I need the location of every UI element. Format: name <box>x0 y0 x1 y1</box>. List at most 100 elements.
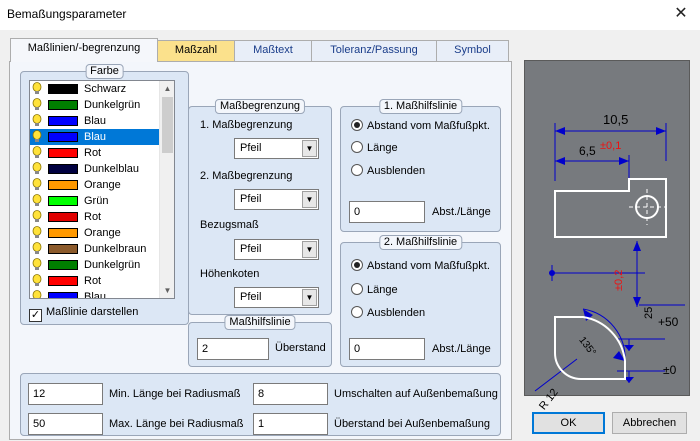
chevron-down-icon[interactable]: ▼ <box>302 191 317 208</box>
color-label: Grün <box>84 195 109 207</box>
radio-dot[interactable] <box>351 283 363 295</box>
radio-label: Abstand vom Maßfußpkt. <box>367 260 490 272</box>
scroll-down-icon[interactable]: ▼ <box>163 286 172 295</box>
lightbulb-icon <box>32 178 42 190</box>
lightbulb-icon <box>32 242 42 254</box>
close-icon[interactable]: ✕ <box>674 5 688 22</box>
list-item[interactable]: Orange <box>30 225 160 241</box>
lightbulb-icon <box>32 98 42 110</box>
color-swatch <box>48 260 78 270</box>
color-label: Dunkelblau <box>84 163 140 175</box>
list-item[interactable]: Orange <box>30 177 160 193</box>
list-item[interactable]: Dunkelgrün <box>30 97 160 113</box>
hilfslinie-1-ausblenden-radio[interactable]: Ausblenden <box>351 164 425 177</box>
color-swatch <box>48 196 78 206</box>
radio-label: Länge <box>367 284 398 296</box>
hilfslinie-2-ausblenden-radio[interactable]: Ausblenden <box>351 306 425 319</box>
hilfslinie-2-abstand-radio[interactable]: Abstand vom Maßfußpkt. <box>351 259 490 272</box>
color-swatch <box>48 164 78 174</box>
lightbulb-icon <box>32 194 42 206</box>
switch-outer-input[interactable]: 8 <box>253 383 328 405</box>
list-item[interactable]: Rot <box>30 273 160 289</box>
color-label: Rot <box>84 275 102 287</box>
radio-dot[interactable] <box>351 259 363 271</box>
list-item[interactable]: Dunkelblau <box>30 161 160 177</box>
checkbox-box[interactable]: ✓ <box>29 309 42 322</box>
hilfslinie-2-laenge-radio[interactable]: Länge <box>351 283 398 296</box>
tab-symbol[interactable]: Symbol <box>436 40 509 61</box>
max-radius-input[interactable]: 50 <box>28 413 103 435</box>
hoehenkoten-select[interactable]: Pfeil▼ <box>234 287 319 308</box>
ok-button[interactable]: OK <box>532 412 605 434</box>
ueberstand-input[interactable]: 2 <box>197 338 269 360</box>
masshilfslinie-group: Maßhilfslinie 2 Überstand <box>188 315 332 367</box>
radio-dot[interactable] <box>351 306 363 318</box>
color-swatch <box>48 292 78 298</box>
masslinie-darstellen-checkbox[interactable]: ✓Maßlinie darstellen <box>29 306 138 322</box>
preview-elev-1: +50 <box>658 315 679 329</box>
preview-drawing <box>534 123 685 392</box>
tab-toleranz[interactable]: Toleranz/Passung <box>311 40 437 61</box>
lightbulb-icon <box>32 82 42 94</box>
chevron-down-icon[interactable]: ▼ <box>302 140 317 157</box>
radio-dot[interactable] <box>351 164 363 176</box>
scroll-thumb[interactable] <box>162 97 173 153</box>
massbegrenzung-1-select[interactable]: Pfeil ▼ <box>234 138 319 159</box>
lightbulb-icon <box>32 226 42 238</box>
list-item[interactable]: Rot <box>30 209 160 225</box>
cancel-button[interactable]: Abbrechen <box>612 412 687 434</box>
color-label: Dunkelgrün <box>84 99 141 111</box>
list-item[interactable]: Blau <box>30 113 160 129</box>
farbe-group-title: Farbe <box>85 64 124 79</box>
lightbulb-icon <box>32 210 42 222</box>
list-item[interactable]: Schwarz <box>30 81 160 97</box>
massbegrenzung-2-select[interactable]: Pfeil▼ <box>234 189 319 210</box>
min-radius-input[interactable]: 12 <box>28 383 103 405</box>
dimension-preview: 10,5 6,5 ±0,1 ±0,2 25 +50 ±0 135° R 12 <box>524 60 690 412</box>
tab-masstext[interactable]: Maßtext <box>234 40 312 61</box>
hilfslinie-1-group: 1. Maßhilfslinie Abstand vom Maßfußpkt. … <box>340 99 501 232</box>
massbegrenzung-group: Maßbegrenzung 1. Maßbegrenzung Pfeil▼ 2.… <box>188 99 332 315</box>
select-value: Pfeil <box>240 142 262 154</box>
tab-label: Symbol <box>454 44 491 56</box>
tab-masslinien[interactable]: Maßlinien/-begrenzung <box>10 38 158 62</box>
list-item[interactable]: Blau <box>30 289 160 298</box>
hilfslinie-1-title: 1. Maßhilfslinie <box>378 99 463 114</box>
tab-masszahl[interactable]: Maßzahl <box>157 40 235 61</box>
chevron-down-icon[interactable]: ▼ <box>302 289 317 306</box>
color-label: Schwarz <box>84 83 127 95</box>
overhang-outer-input[interactable]: 1 <box>253 413 328 435</box>
chevron-down-icon[interactable]: ▼ <box>302 241 317 258</box>
scroll-up-icon[interactable]: ▲ <box>163 84 172 93</box>
lightbulb-icon <box>32 162 42 174</box>
color-swatch <box>48 132 78 142</box>
hilfslinie-2-abstand-label: Abst./Länge <box>432 343 491 355</box>
window-title: Bemaßungsparameter <box>7 7 127 21</box>
hilfslinie-1-abstand-input[interactable]: 0 <box>349 201 425 223</box>
list-item[interactable]: Dunkelgrün <box>30 257 160 273</box>
tab-label: Maßtext <box>253 44 293 56</box>
list-item[interactable]: Grün <box>30 193 160 209</box>
color-swatch <box>48 116 78 126</box>
tab-label: Maßlinien/-begrenzung <box>27 42 141 54</box>
list-item[interactable]: Dunkelbraun <box>30 241 160 257</box>
radius-group: 12 Min. Länge bei Radiusmaß 8 Umschalten… <box>20 373 501 436</box>
dialog-body: Maßlinien/-begrenzung Maßzahl Maßtext To… <box>0 30 700 441</box>
hilfslinie-2-abstand-input[interactable]: 0 <box>349 338 425 360</box>
list-item[interactable]: Rot <box>30 145 160 161</box>
radio-dot[interactable] <box>351 141 363 153</box>
radio-dot[interactable] <box>351 119 363 131</box>
preview-tol-v: ±0,2 <box>613 269 625 291</box>
tab-label: Toleranz/Passung <box>330 44 418 56</box>
hilfslinie-1-laenge-radio[interactable]: Länge <box>351 141 398 154</box>
bezugsmass-select[interactable]: Pfeil▼ <box>234 239 319 260</box>
hilfslinie-1-abstand-radio[interactable]: Abstand vom Maßfußpkt. <box>351 119 490 132</box>
color-label: Rot <box>84 147 102 159</box>
list-scrollbar[interactable]: ▲ ▼ <box>159 81 174 298</box>
lightbulb-icon <box>32 290 42 298</box>
color-label: Blau <box>84 131 107 143</box>
color-label: Blau <box>84 115 107 127</box>
list-item[interactable]: Blau <box>30 129 160 145</box>
